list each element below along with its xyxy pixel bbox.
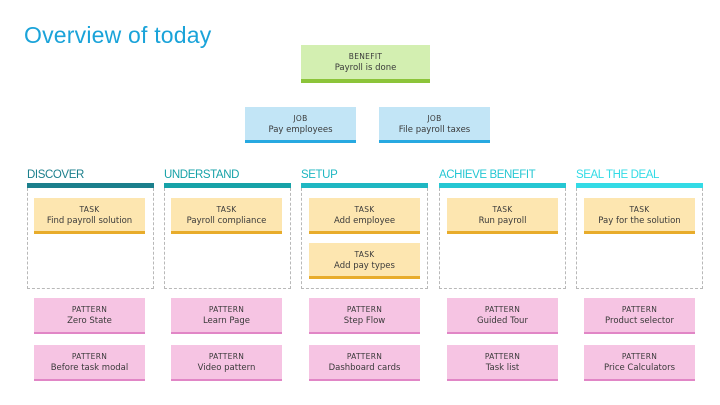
job-card: JOB Pay employees [245,107,356,143]
phase-frame-achieve-benefit [439,188,566,289]
pattern-kind: PATTERN [484,305,521,314]
pattern-text: Step Flow [343,316,386,326]
pattern-text: Dashboard cards [328,363,401,373]
page-title: Overview of today [24,22,212,48]
task-text: Add employee [333,216,396,226]
task-text: Find payroll solution [46,216,133,226]
pattern-kind: PATTERN [71,352,108,361]
task-text: Pay for the solution [598,216,681,226]
phase-label-understand: UNDERSTAND [164,169,240,181]
task-card: TASK Add pay types [309,243,420,279]
task-text: Run payroll [478,216,527,226]
pattern-card: PATTERN Guided Tour [447,298,558,334]
pattern-kind: PATTERN [346,305,383,314]
phase-bar-discover [27,183,154,188]
pattern-text: Zero State [67,316,112,326]
task-text: Payroll compliance [186,216,267,226]
pattern-text: Video pattern [197,363,256,373]
task-kind: TASK [354,250,375,259]
task-kind: TASK [79,205,100,214]
pattern-card: PATTERN Task list [447,345,558,381]
phase-frame-understand [164,188,291,289]
phase-frame-seal-the-deal [576,188,703,289]
task-text: Add pay types [334,261,395,271]
benefit-card: BENEFIT Payroll is done [301,45,430,83]
task-kind: TASK [629,205,650,214]
benefit-text: Payroll is done [334,63,397,73]
pattern-card: PATTERN Learn Page [171,298,282,334]
pattern-kind: PATTERN [346,352,383,361]
pattern-card: PATTERN Dashboard cards [309,345,420,381]
pattern-text: Product selector [605,316,674,326]
pattern-card: PATTERN Step Flow [309,298,420,334]
job-text: File payroll taxes [398,125,471,135]
pattern-card: PATTERN Before task modal [34,345,145,381]
pattern-kind: PATTERN [208,305,245,314]
task-kind: TASK [492,205,513,214]
job-card: JOB File payroll taxes [379,107,490,143]
pattern-text: Guided Tour [477,316,528,326]
pattern-kind: PATTERN [484,352,521,361]
phase-label-setup: SETUP [301,169,338,181]
pattern-card: PATTERN Video pattern [171,345,282,381]
task-card: TASK Run payroll [447,198,558,234]
phase-bar-setup [301,183,428,188]
pattern-kind: PATTERN [621,305,658,314]
job-kind: JOB [427,114,442,123]
pattern-text: Task list [485,363,520,373]
phase-bar-achieve-benefit [439,183,566,188]
phase-bar-understand [164,183,291,188]
pattern-card: PATTERN Zero State [34,298,145,334]
pattern-text: Price Calculators [603,363,676,373]
phase-label-seal-the-deal: SEAL THE DEAL [576,169,660,181]
job-text: Pay employees [268,125,333,135]
task-card: TASK Add employee [309,198,420,234]
phase-frame-setup [301,188,428,289]
task-kind: TASK [354,205,375,214]
task-card: TASK Pay for the solution [584,198,695,234]
job-kind: JOB [293,114,308,123]
pattern-kind: PATTERN [208,352,245,361]
task-kind: TASK [216,205,237,214]
pattern-card: PATTERN Price Calculators [584,345,695,381]
task-card: TASK Find payroll solution [34,198,145,234]
benefit-kind: BENEFIT [348,52,383,61]
phase-label-achieve-benefit: ACHIEVE BENEFIT [439,169,536,181]
pattern-text: Learn Page [202,316,251,326]
phase-label-discover: DISCOVER [27,169,84,181]
pattern-card: PATTERN Product selector [584,298,695,334]
phase-bar-seal-the-deal [576,183,703,188]
pattern-kind: PATTERN [71,305,108,314]
task-card: TASK Payroll compliance [171,198,282,234]
pattern-kind: PATTERN [621,352,658,361]
phase-frame-discover [27,188,154,289]
pattern-text: Before task modal [50,363,129,373]
